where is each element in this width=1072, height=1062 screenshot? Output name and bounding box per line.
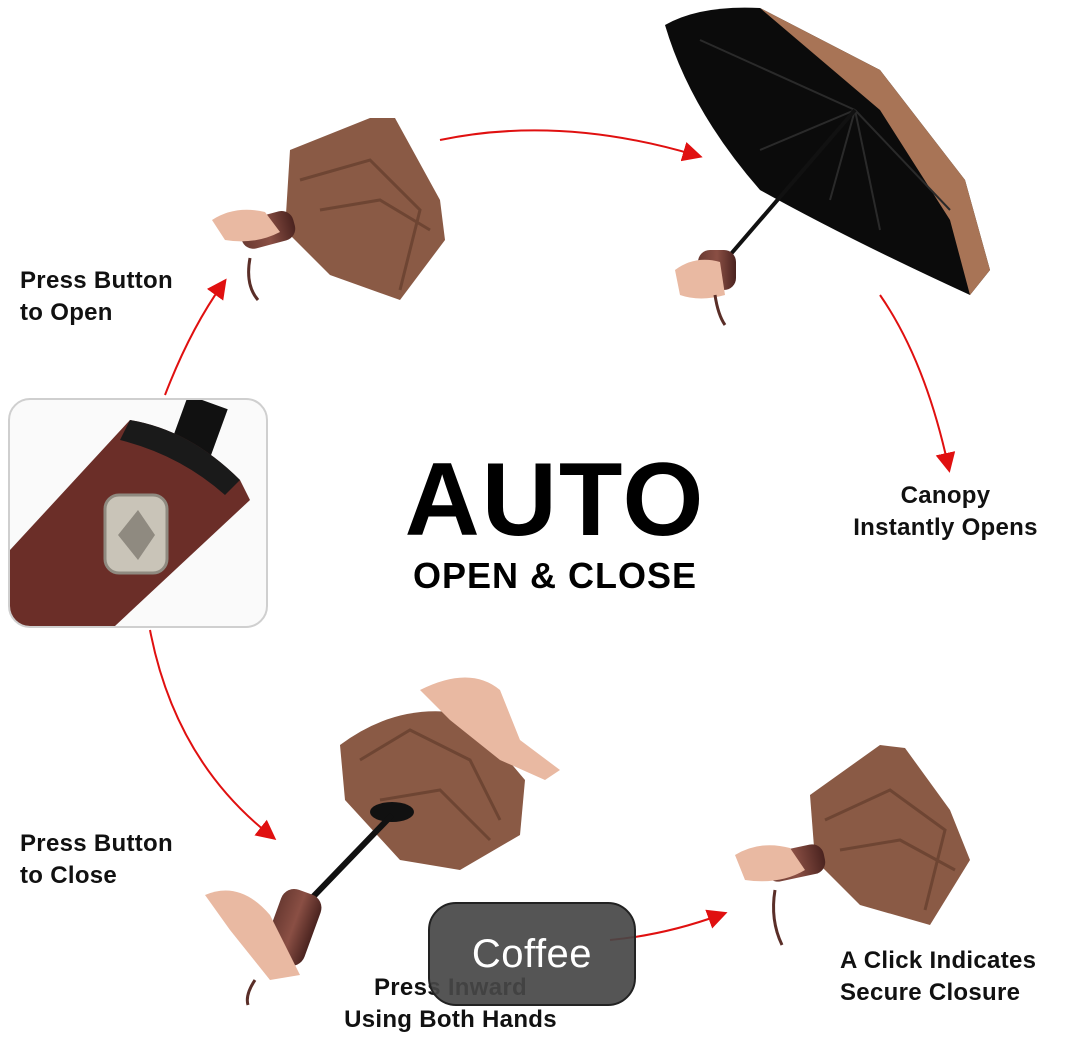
umbrella-closed-bottom-icon (735, 745, 970, 946)
handle-button-closeup (8, 398, 268, 628)
step-label-click-line1: A Click Indicates (840, 947, 1037, 974)
umbrella-open-icon (665, 7, 990, 326)
step-label-close-line2: to Close (20, 862, 118, 889)
handle-button-icon (10, 400, 250, 626)
umbrella-collapsing-icon (205, 677, 560, 1006)
step-label-open-line1: Press Button (20, 267, 173, 294)
step-label-open: Press Button to Open (20, 265, 173, 329)
page-subtitle: OPEN & CLOSE (412, 555, 698, 596)
step-label-canopy-line1: Canopy (900, 482, 991, 509)
step-label-click-line2: Secure Closure (840, 979, 1021, 1006)
page-title: AUTO (404, 442, 706, 558)
step-label-close: Press Button to Close (20, 828, 173, 892)
step-label-canopy: Canopy Instantly Opens (838, 480, 1053, 544)
arrow-to-close (149, 629, 277, 840)
umbrella-closed-top-icon (212, 118, 445, 301)
arrow-to-opens (879, 294, 956, 473)
step-label-canopy-line2: Instantly Opens (853, 514, 1038, 541)
step-label-click: A Click Indicates Secure Closure (840, 945, 1036, 1009)
step-label-inward-line2: Using Both Hands (344, 1006, 557, 1033)
arrow-to-canopy (439, 129, 703, 162)
arrow-to-open (164, 278, 227, 396)
step-label-close-line1: Press Button (20, 830, 173, 857)
step-label-open-line2: to Open (20, 299, 113, 326)
color-variant-badge[interactable]: Coffee (428, 902, 636, 1006)
